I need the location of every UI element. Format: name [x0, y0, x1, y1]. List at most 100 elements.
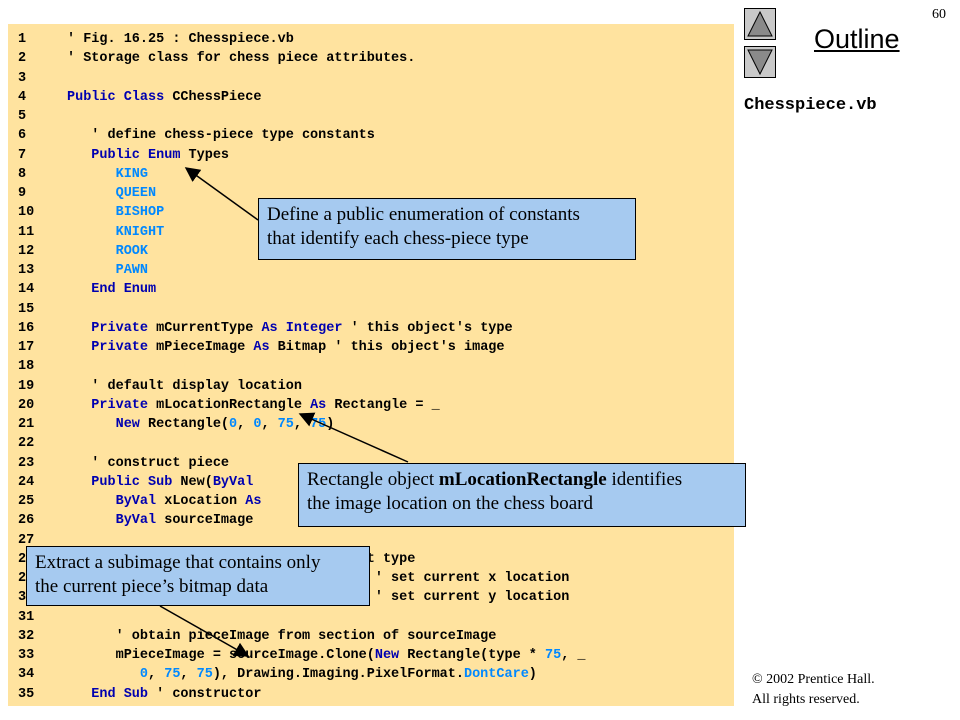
callout-rect-post: identifies [606, 469, 683, 490]
code-line: 7 Public Enum Types [8, 146, 734, 165]
code-token: As [310, 397, 335, 413]
code-token: ByVal [67, 513, 165, 529]
code-token: New( [180, 474, 213, 490]
code-line: 17 Private mPieceImage As Bitmap ' this … [8, 338, 734, 357]
code-token: 0 [67, 667, 149, 683]
code-token: 0 [229, 417, 238, 432]
line-number: 14 [18, 282, 35, 298]
line-number: 27 [18, 532, 35, 548]
code-text: Private mCurrentType As Integer ' this o… [67, 319, 512, 338]
code-line: 6 ' define chess-piece type constants [8, 126, 734, 145]
code-text: Public Enum Types [67, 146, 229, 165]
code-token: New [67, 417, 149, 432]
line-number: 16 [18, 320, 35, 336]
code-token: Private [67, 320, 157, 336]
code-token: DontCare [463, 667, 529, 683]
callout-rectangle-line2: the image location on the chess board [307, 493, 593, 514]
code-line: 4 Public Class CChessPiece [8, 88, 734, 107]
code-line: 10 BISHOP [8, 203, 734, 222]
copyright-line2: All rights reserved. [752, 692, 860, 707]
code-line: 31 [8, 608, 734, 627]
code-token: 75 [545, 648, 562, 663]
code-text: QUEEN [67, 184, 157, 203]
code-token: ' this object's image [334, 340, 505, 355]
code-token: , [237, 417, 254, 432]
line-number: 35 [18, 686, 35, 702]
code-token: mCurrentType [156, 320, 262, 336]
code-token: KNIGHT [67, 224, 165, 240]
code-token: ' constructor [156, 686, 262, 702]
code-line: 14 End Enum [8, 280, 734, 299]
code-token: As [253, 340, 278, 355]
line-number: 9 [18, 186, 27, 201]
line-number: 21 [18, 417, 35, 432]
code-text: Public Class CChessPiece [67, 88, 261, 107]
code-line: 16 Private mCurrentType As Integer ' thi… [8, 319, 734, 338]
callout-rectangle-line1: Rectangle object mLocationRectangle iden… [307, 468, 737, 492]
code-token: , [180, 667, 197, 683]
code-token: ' set current x location [374, 571, 570, 586]
line-number: 4 [18, 89, 27, 105]
page-number: 60 [932, 7, 946, 22]
copyright-line1: © 2002 Prentice Hall. [752, 672, 875, 687]
line-number: 13 [18, 263, 35, 278]
code-line: 3 [8, 69, 734, 88]
code-line: 33 mPieceImage = sourceImage.Clone(New R… [8, 646, 734, 665]
code-token: End Sub [67, 686, 157, 702]
code-line: 12 ROOK [8, 242, 734, 261]
code-text: KING [67, 165, 148, 184]
code-token: 0 [253, 417, 262, 432]
code-token: CChessPiece [172, 89, 262, 105]
line-number: 26 [18, 513, 35, 529]
code-token: , [261, 417, 278, 432]
code-token: , _ [561, 648, 586, 663]
line-number: 33 [18, 648, 35, 663]
outline-title[interactable]: Outline [814, 24, 900, 54]
code-line: 27 [8, 531, 734, 550]
code-token: ), Drawing.Imaging.PixelFormat. [212, 667, 464, 683]
code-line: 11 KNIGHT [8, 223, 734, 242]
callout-rect-bold: mLocationRectangle [438, 469, 607, 490]
code-token: Public Class [67, 89, 173, 105]
code-token: QUEEN [67, 186, 157, 201]
code-token: Public Enum [67, 147, 189, 163]
next-slide-button[interactable] [744, 46, 776, 78]
code-text: ' construct piece [67, 454, 229, 473]
code-token: 75 [310, 417, 327, 432]
code-token: As [245, 494, 262, 509]
line-number: 10 [18, 205, 35, 221]
code-token: xLocation [164, 494, 246, 509]
line-number: 22 [18, 436, 35, 452]
code-line: 21 New Rectangle(0, 0, 75, 75) [8, 415, 734, 434]
code-token: mLocationRectangle [156, 397, 311, 413]
line-number: 11 [18, 224, 35, 240]
code-token: ' construct piece [67, 455, 230, 471]
code-line: 1' Fig. 16.25 : Chesspiece.vb [8, 30, 734, 49]
code-token: ' obtain pieceImage from section of sour… [67, 628, 497, 644]
code-text: ' Storage class for chess piece attribut… [67, 49, 415, 68]
code-text: End Sub ' constructor [67, 685, 261, 704]
line-number: 34 [18, 667, 35, 683]
code-line: 35 End Sub ' constructor [8, 685, 734, 704]
code-text: ' define chess-piece type constants [67, 126, 375, 145]
code-text: Private mPieceImage As Bitmap ' this obj… [67, 338, 505, 357]
code-token: 75 [164, 667, 181, 683]
line-number: 1 [18, 32, 27, 47]
file-name-label: Chesspiece.vb [744, 96, 877, 115]
line-number: 25 [18, 494, 35, 509]
code-line: 23 ' construct piece [8, 454, 734, 473]
code-text: BISHOP [67, 203, 165, 222]
code-line: 18 [8, 357, 734, 376]
code-line: 13 PAWN [8, 261, 734, 280]
callout-enum-line2: that identify each chess-piece type [267, 228, 529, 249]
code-token: ' Storage class for chess piece attribut… [67, 51, 416, 67]
callout-rectangle: Rectangle object mLocationRectangle iden… [298, 463, 746, 527]
code-token: Types [188, 147, 230, 163]
code-token: Rectangle( [148, 417, 230, 432]
code-line: 32 ' obtain pieceImage from section of s… [8, 627, 734, 646]
previous-slide-button[interactable] [744, 8, 776, 40]
line-number: 32 [18, 628, 35, 644]
code-line: 15 [8, 300, 734, 319]
code-token: Rectangle = _ [334, 397, 440, 413]
code-line: 2' Storage class for chess piece attribu… [8, 49, 734, 68]
